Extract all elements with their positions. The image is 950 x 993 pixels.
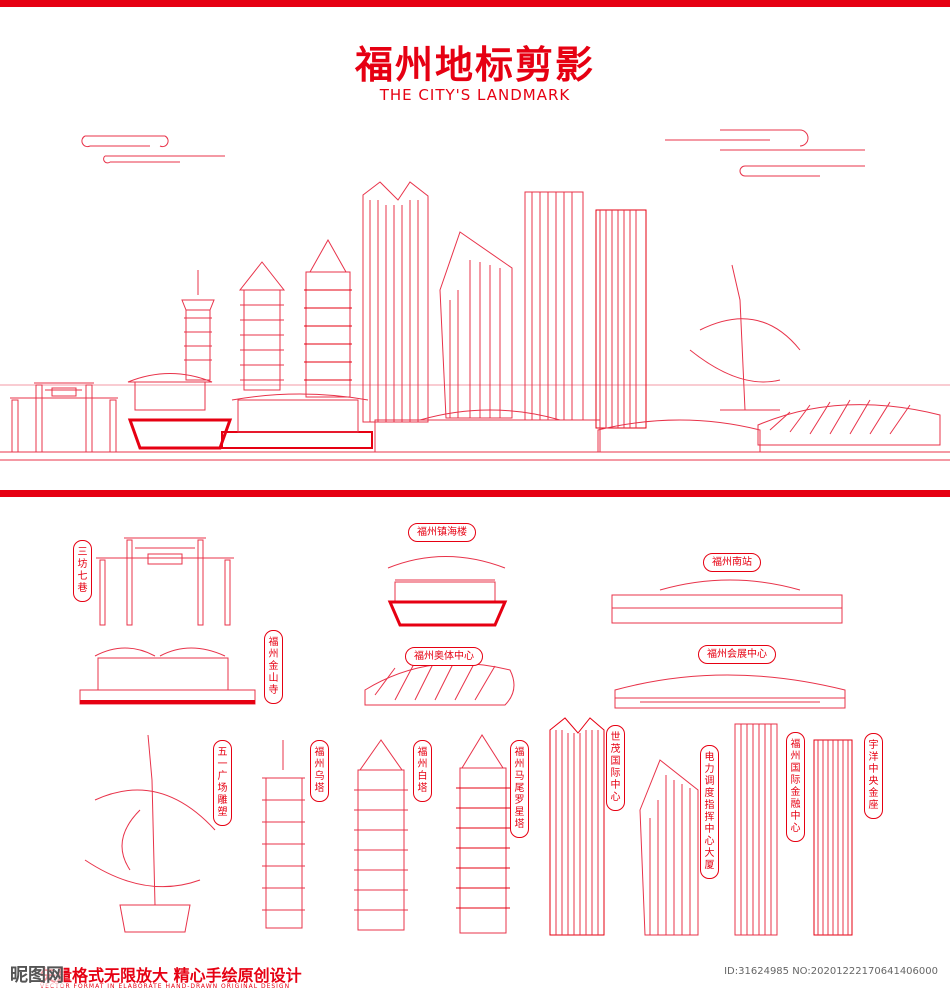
sanfang-gate-icon (10, 382, 118, 453)
footer-slogan: 矢量格式无限放大 精心手绘原创设计 (40, 966, 302, 985)
catalog-yuyang-icon (813, 739, 853, 936)
convention-center-icon (597, 419, 761, 453)
pagoda-wuta-icon (181, 270, 215, 381)
pagoda-baita-icon (238, 261, 286, 391)
catalog-olympic-icon (364, 659, 515, 706)
label-zhenhai: 福州镇海楼 (408, 523, 476, 542)
cloud-right-icon (665, 129, 865, 177)
label-south-station: 福州南站 (703, 553, 761, 572)
label-shimao: 世茂国际中心 (606, 725, 625, 811)
catalog-zhenhai-icon (387, 556, 508, 627)
label-finance: 福州国际金融中心 (786, 732, 805, 842)
zhenhai-tower-icon (127, 373, 233, 450)
label-convention: 福州会展中心 (698, 645, 776, 664)
label-wuta: 福州乌塔 (310, 740, 329, 802)
label-wuyi: 五一广场雕塑 (213, 740, 232, 826)
catalog-finance-icon (734, 723, 778, 936)
catalog-wuyi-sculpture-icon (84, 734, 216, 933)
footer-slogan-en: VECTOR FORMAT IN ELABORATE HAND-DRAWN OR… (40, 983, 291, 990)
catalog-dianli-icon (639, 759, 699, 936)
skyline-ground (0, 451, 950, 461)
catalog-south-station-icon (611, 579, 843, 624)
catalog-convention-icon (614, 674, 846, 709)
wuyi-sculpture-icon (689, 264, 801, 411)
page-subtitle: THE CITY'S LANDMARK (379, 86, 571, 104)
south-station-icon (374, 409, 601, 453)
dianli-tower-icon (439, 231, 513, 419)
yuyang-tower-icon (595, 209, 647, 429)
catalog-baita-icon (354, 739, 408, 931)
label-luoxing: 福州马尾罗星塔 (510, 740, 529, 838)
label-olympic: 福州奥体中心 (405, 647, 483, 666)
jinshan-temple-icon (221, 393, 373, 449)
divider-red-bar (0, 490, 950, 497)
top-red-bar (0, 0, 950, 7)
label-yuyang: 宇洋中央金座 (864, 733, 883, 819)
finance-center-icon (524, 191, 584, 421)
shimao-tower-icon (362, 181, 429, 423)
label-jinshan: 福州金山寺 (264, 630, 283, 704)
catalog-sanfang-gate-icon (96, 537, 234, 626)
catalog-jinshan-icon (79, 647, 256, 705)
catalog-luoxing-icon (456, 734, 510, 934)
cloud-left-icon (81, 135, 225, 164)
pagoda-luoxing-icon (304, 238, 352, 398)
catalog-shimao-icon (549, 717, 605, 936)
watermark-logo: 昵图网 (10, 961, 64, 987)
label-sanfang: 三坊七巷 (73, 540, 92, 602)
label-baita: 福州白塔 (413, 740, 432, 802)
olympic-center-icon (757, 399, 941, 446)
catalog-wuta-icon (262, 740, 305, 929)
label-dianli: 电力调度指挥中心大厦 (700, 745, 719, 879)
page-title: 福州地标剪影 (354, 43, 595, 87)
watermark-id: ID:31624985 NO:20201222170641406000 (724, 966, 938, 977)
